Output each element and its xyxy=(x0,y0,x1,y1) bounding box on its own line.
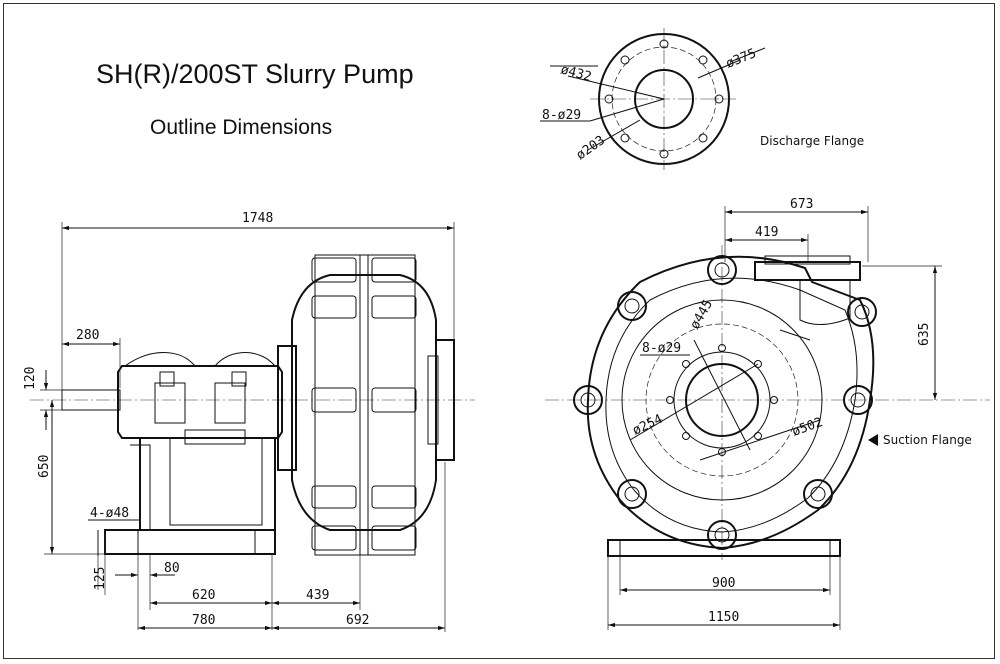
front-view-dimensions xyxy=(607,206,942,630)
suction-flange-label: Suction Flange xyxy=(883,433,972,447)
discharge-bolt-holes: 8-ø29 xyxy=(542,108,581,123)
dim-discharge-center: 419 xyxy=(755,225,778,240)
pump-front-view xyxy=(545,245,990,560)
dim-shaft-extension: 280 xyxy=(76,328,99,343)
drawing-title: SH(R)/200ST Slurry Pump xyxy=(96,59,414,89)
dim-foot-holes: 4-ø48 xyxy=(90,506,129,521)
dim-base-inner: 900 xyxy=(712,576,735,591)
dim-discharge-height: 635 xyxy=(917,323,932,346)
dim-shaft-height: 120 xyxy=(23,367,38,390)
discharge-bolt-circle: ø375 xyxy=(724,46,759,72)
discharge-flange-label: Discharge Flange xyxy=(760,134,864,148)
suction-bore: ø254 xyxy=(630,412,665,439)
dim-casing-length: 692 xyxy=(346,613,369,628)
dim-base-length: 780 xyxy=(192,613,215,628)
dim-casing-offset: 439 xyxy=(306,588,329,603)
dim-discharge-offset: 673 xyxy=(790,197,813,212)
suction-bolt-circle: ø445 xyxy=(687,297,716,332)
dim-foot-offset: 80 xyxy=(164,561,180,576)
side-view-dimensions xyxy=(40,222,455,632)
suction-bolt-holes: 8-ø29 xyxy=(642,341,681,356)
dim-base-outer: 1150 xyxy=(708,610,739,625)
drawing-frame xyxy=(3,3,995,659)
drawing-subtitle: Outline Dimensions xyxy=(150,116,332,139)
dim-overall-length: 1748 xyxy=(242,211,273,226)
discharge-bore: ø203 xyxy=(574,133,608,163)
pump-side-view xyxy=(30,254,475,556)
dim-foot-thickness: 125 xyxy=(93,567,108,590)
dim-foot-span: 620 xyxy=(192,588,215,603)
dim-center-height: 650 xyxy=(37,455,52,478)
suction-arrow-icon xyxy=(868,434,878,446)
discharge-flange-view xyxy=(540,28,766,170)
